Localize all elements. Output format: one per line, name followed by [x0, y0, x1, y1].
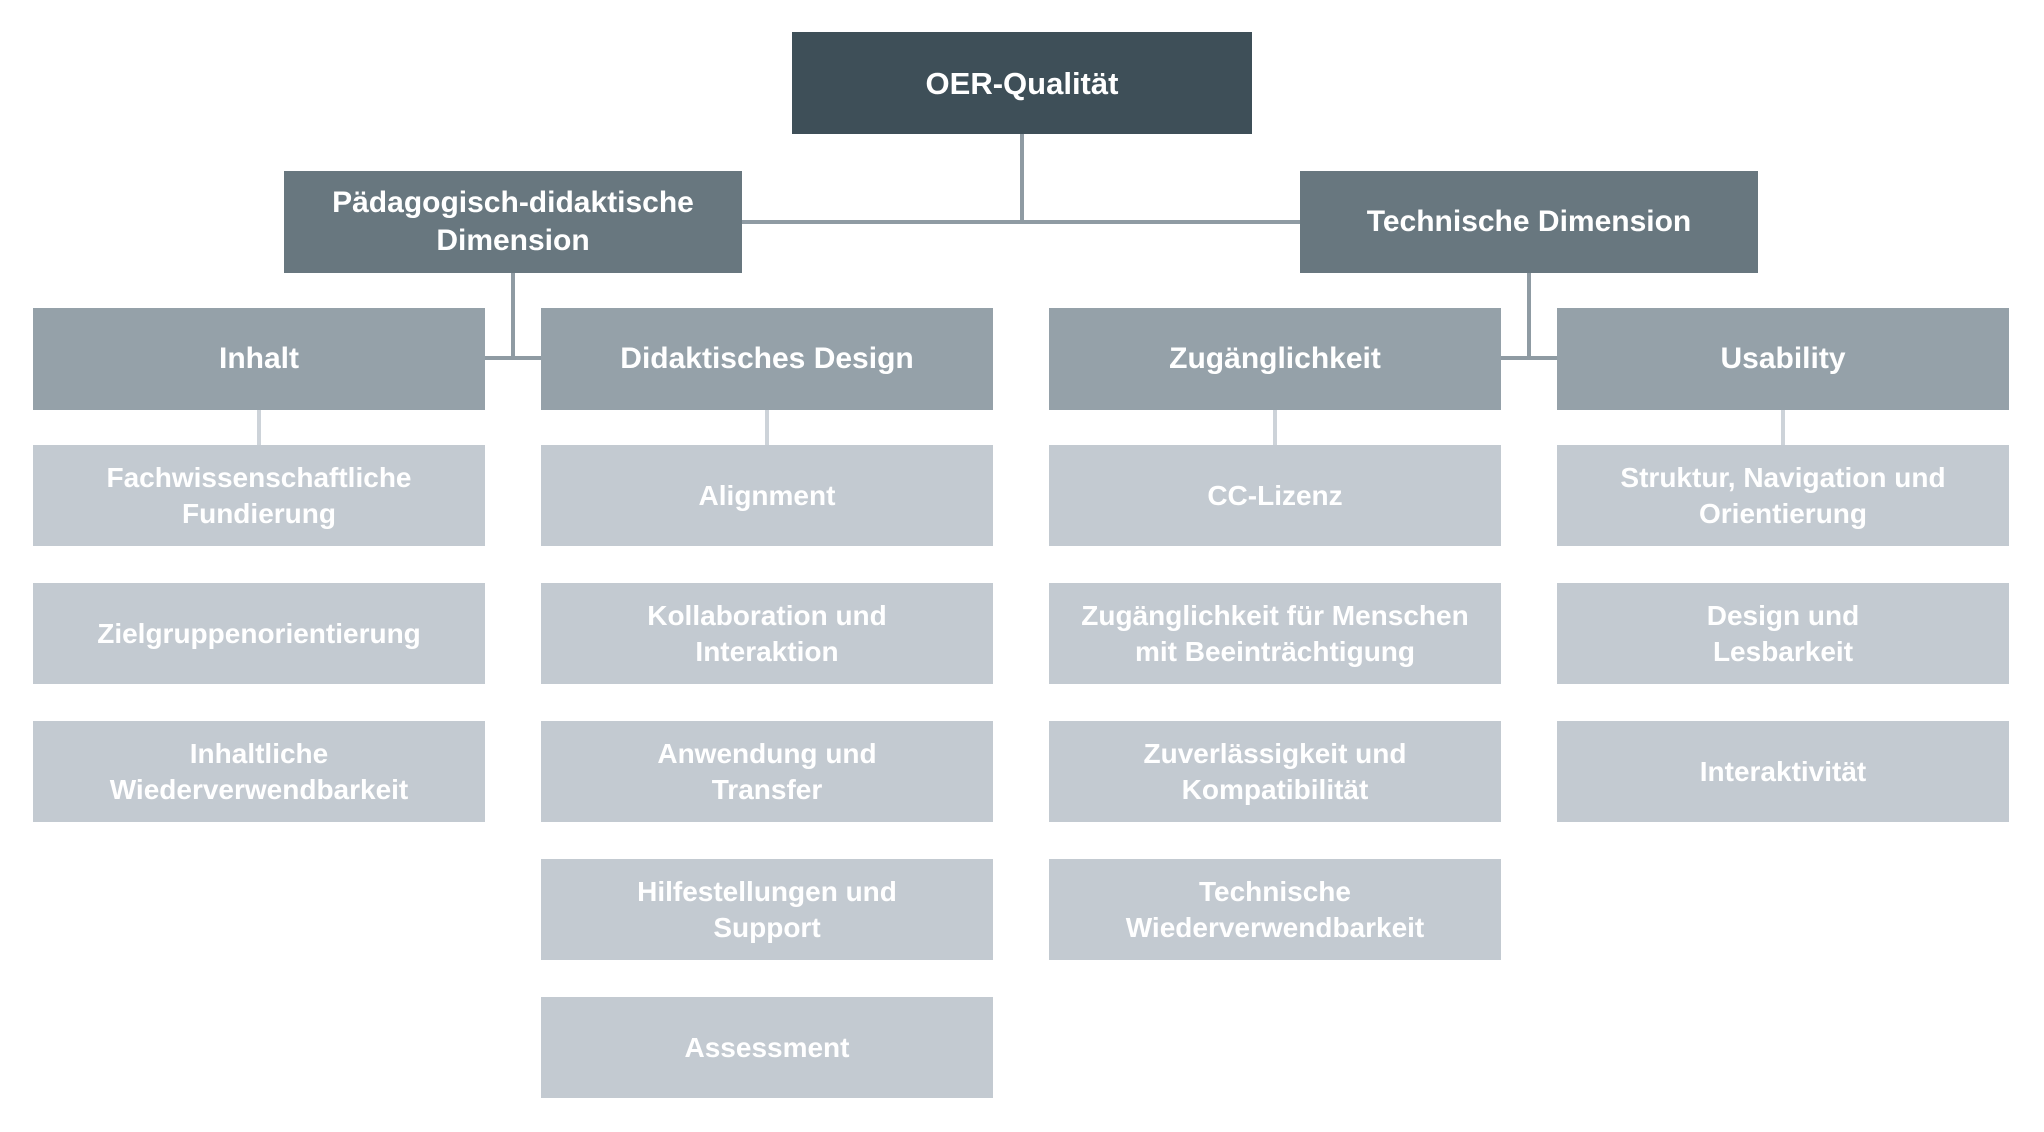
node-didaktisches-design-label: Didaktisches Design [620, 342, 914, 375]
node-hilfestellungen-und-support: Hilfestellungen und Support [541, 859, 993, 960]
node-cc-lizenz: CC-Lizenz [1049, 445, 1501, 546]
node-oer-qualitaet-label: OER-Qualität [925, 65, 1119, 101]
item-label: Fachwissenschaftliche Fundierung [106, 461, 412, 529]
item-label: Inhaltliche Wiederverwendbarkeit [109, 737, 409, 805]
node-design-und-lesbarkeit: Design und Lesbarkeit [1557, 583, 2009, 684]
item-label: Assessment [684, 1031, 850, 1063]
node-usability-label: Usability [1720, 342, 1846, 375]
item-label: Zielgruppenorientierung [97, 617, 421, 649]
connector-dimensions-horizontal [742, 220, 1300, 224]
node-technische-dimension-label: Technische Dimension [1366, 205, 1692, 238]
item-label: Design und Lesbarkeit [1706, 599, 1860, 667]
item-label: CC-Lizenz [1207, 479, 1343, 511]
connector-root-vertical [1020, 134, 1024, 222]
item-label: Hilfestellungen und Support [637, 875, 897, 943]
node-kollaboration-und-interaktion: Kollaboration und Interaktion [541, 583, 993, 684]
node-zugaenglichkeit-fuer-menschen-mit-beeintraechtigung: Zugänglichkeit für Menschen mit Beeinträ… [1049, 583, 1501, 684]
node-fachwissenschaftliche-fundierung: Fachwissenschaftliche Fundierung [33, 445, 485, 546]
node-alignment: Alignment [541, 445, 993, 546]
item-label: Anwendung und Transfer [657, 737, 877, 805]
node-didaktisches-design: Didaktisches Design [541, 308, 993, 410]
item-label: Alignment [698, 479, 836, 511]
node-assessment: Assessment [541, 997, 993, 1098]
item-label: Struktur, Navigation und Orientierung [1620, 461, 1946, 529]
node-inhalt: Inhalt [33, 308, 485, 410]
node-anwendung-und-transfer: Anwendung und Transfer [541, 721, 993, 822]
connector-dim-left-horizontal [485, 356, 541, 360]
node-oer-qualitaet: OER-Qualität [792, 32, 1252, 134]
connector-dim-right-horizontal [1501, 356, 1557, 360]
item-label: Technische Wiederverwendbarkeit [1125, 875, 1425, 943]
node-inhalt-label: Inhalt [219, 342, 299, 375]
connector-col3-1 [1273, 410, 1277, 445]
node-technische-dimension: Technische Dimension [1300, 171, 1758, 273]
item-label: Interaktivität [1699, 755, 1867, 787]
node-paedagogisch-didaktische-dimension-label: Pädagogisch-didaktische Dimension [332, 186, 694, 257]
node-zugaenglichkeit: Zugänglichkeit [1049, 308, 1501, 410]
node-struktur-navigation-und-orientierung: Struktur, Navigation und Orientierung [1557, 445, 2009, 546]
node-zielgruppenorientierung: Zielgruppenorientierung [33, 583, 485, 684]
item-label: Zugänglichkeit für Menschen mit Beeinträ… [1081, 599, 1469, 667]
node-usability: Usability [1557, 308, 2009, 410]
node-inhaltliche-wiederverwendbarkeit: Inhaltliche Wiederverwendbarkeit [33, 721, 485, 822]
connector-col2-1 [765, 410, 769, 445]
connector-dim-left-vertical [511, 273, 515, 358]
node-zugaenglichkeit-label: Zugänglichkeit [1169, 342, 1381, 375]
node-paedagogisch-didaktische-dimension: Pädagogisch-didaktische Dimension [284, 171, 742, 273]
item-label: Zuverlässigkeit und Kompatibilität [1143, 737, 1407, 805]
node-technische-wiederverwendbarkeit: Technische Wiederverwendbarkeit [1049, 859, 1501, 960]
node-interaktivitaet: Interaktivität [1557, 721, 2009, 822]
node-zuverlaessigkeit-und-kompatibilitaet: Zuverlässigkeit und Kompatibilität [1049, 721, 1501, 822]
connector-col1-1 [257, 410, 261, 445]
connector-col4-1 [1781, 410, 1785, 445]
item-label: Kollaboration und Interaktion [647, 599, 887, 667]
connector-dim-right-vertical [1527, 273, 1531, 358]
